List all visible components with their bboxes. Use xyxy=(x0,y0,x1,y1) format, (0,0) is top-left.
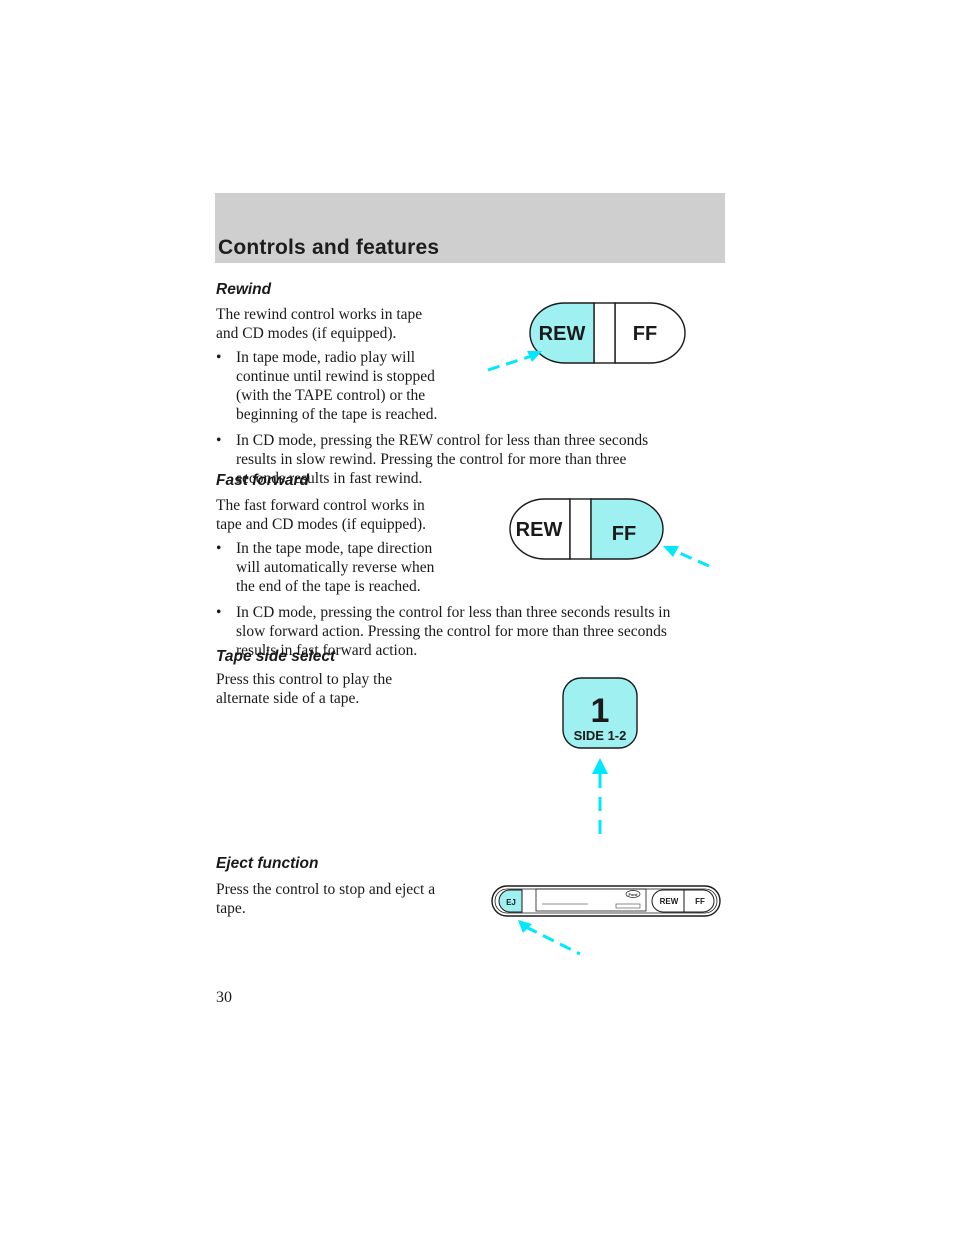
bullet-dot: • xyxy=(216,432,222,449)
bullet-line: In the tape mode, tape direction xyxy=(236,540,433,557)
ff-heading: Fast forward xyxy=(216,472,310,489)
side-select-illustration: 1 SIDE 1-2 xyxy=(562,677,638,835)
ff-intro-line-1: The fast forward control works in xyxy=(216,497,425,514)
rewind-intro-line-1: The rewind control works in tape xyxy=(216,306,423,323)
header-band xyxy=(215,193,725,263)
bullet-dot: • xyxy=(216,349,222,366)
eject-label: EJ xyxy=(506,898,516,907)
bullet-line: results in fast forward action. xyxy=(236,642,418,659)
rewind-intro-line-2: and CD modes (if equipped). xyxy=(216,325,397,342)
bullet-line: the end of the tape is reached. xyxy=(236,578,421,595)
side-button-highlighted xyxy=(562,677,638,749)
bullet-line: In tape mode, radio play will xyxy=(236,349,416,366)
rew-label: REW xyxy=(539,323,586,345)
bullet-line: In CD mode, pressing the REW control for… xyxy=(236,432,649,449)
side-label: SIDE 1-2 xyxy=(574,728,627,743)
ff-button-shape xyxy=(614,302,686,364)
bullet-line: In CD mode, pressing the control for les… xyxy=(236,604,671,621)
eject-intro-line-2: tape. xyxy=(216,900,246,917)
bullet-dot: • xyxy=(216,540,222,557)
ff-button-highlighted xyxy=(590,498,664,560)
dolby-badge xyxy=(615,903,641,909)
rewind-bullet-2: • In CD mode, pressing the REW control f… xyxy=(216,431,736,491)
tape-side-intro-line-1: Press this control to play the xyxy=(216,671,393,688)
eject-ff-label: FF xyxy=(695,897,705,906)
pointer-arrow xyxy=(525,925,581,956)
tape-side-intro-line-2: alternate side of a tape. xyxy=(216,690,360,707)
ff-bullet-1: • In the tape mode, tape direction will … xyxy=(216,539,496,599)
arrow-head xyxy=(663,546,679,557)
rewind-bullet-1: • In tape mode, radio play will continue… xyxy=(216,348,496,428)
ff-bullet-2: • In CD mode, pressing the control for l… xyxy=(216,603,736,663)
button-divider xyxy=(569,498,592,560)
arrow-head xyxy=(527,351,542,362)
bullet-line: results in slow rewind. Pressing the con… xyxy=(236,451,627,468)
bullet-line: (with the TAPE control) or the xyxy=(236,387,426,404)
ford-logo xyxy=(625,890,641,898)
ford-logo-text: Ford xyxy=(629,892,638,897)
eject-illustration: EJ Ford REW FF xyxy=(491,885,721,956)
eject-intro-line-1: Press the control to stop and eject a xyxy=(216,881,436,898)
rew-button-highlighted xyxy=(529,302,595,364)
arrow-head xyxy=(518,920,532,933)
eject-button-highlighted xyxy=(498,889,523,913)
bullet-dot: • xyxy=(216,604,222,621)
bullet-line: slow forward action. Pressing the contro… xyxy=(236,623,667,640)
side-number: 1 xyxy=(591,692,610,730)
cassette-slot xyxy=(535,888,647,912)
bullet-line: continue until rewind is stopped xyxy=(236,368,435,385)
tape-side-heading: Tape side select xyxy=(216,648,336,665)
ff-intro-line-2: tape and CD modes (if equipped). xyxy=(216,516,427,533)
pointer-arrow xyxy=(487,354,533,372)
rew-button-shape xyxy=(509,498,571,560)
arrow-head xyxy=(592,758,608,774)
rew-label: REW xyxy=(516,519,563,541)
bullet-line: will automatically reverse when xyxy=(236,559,435,576)
bullet-line: beginning of the tape is reached. xyxy=(236,406,438,423)
rewind-heading: Rewind xyxy=(216,281,272,298)
button-divider xyxy=(593,302,616,364)
bullet-line: seconds results in fast rewind. xyxy=(236,470,423,487)
rew-ff-button-outline xyxy=(651,889,715,913)
page-title: Controls and features xyxy=(218,236,440,259)
eject-heading: Eject function xyxy=(216,855,319,872)
ff-button-illustration: REW FF xyxy=(509,498,710,568)
eject-rew-label: REW xyxy=(660,897,679,906)
rewind-button-illustration: REW FF xyxy=(487,302,686,372)
pointer-arrow xyxy=(674,549,710,568)
page-number: 30 xyxy=(216,989,232,1006)
ff-label: FF xyxy=(633,323,657,345)
ff-label: FF xyxy=(612,523,636,545)
